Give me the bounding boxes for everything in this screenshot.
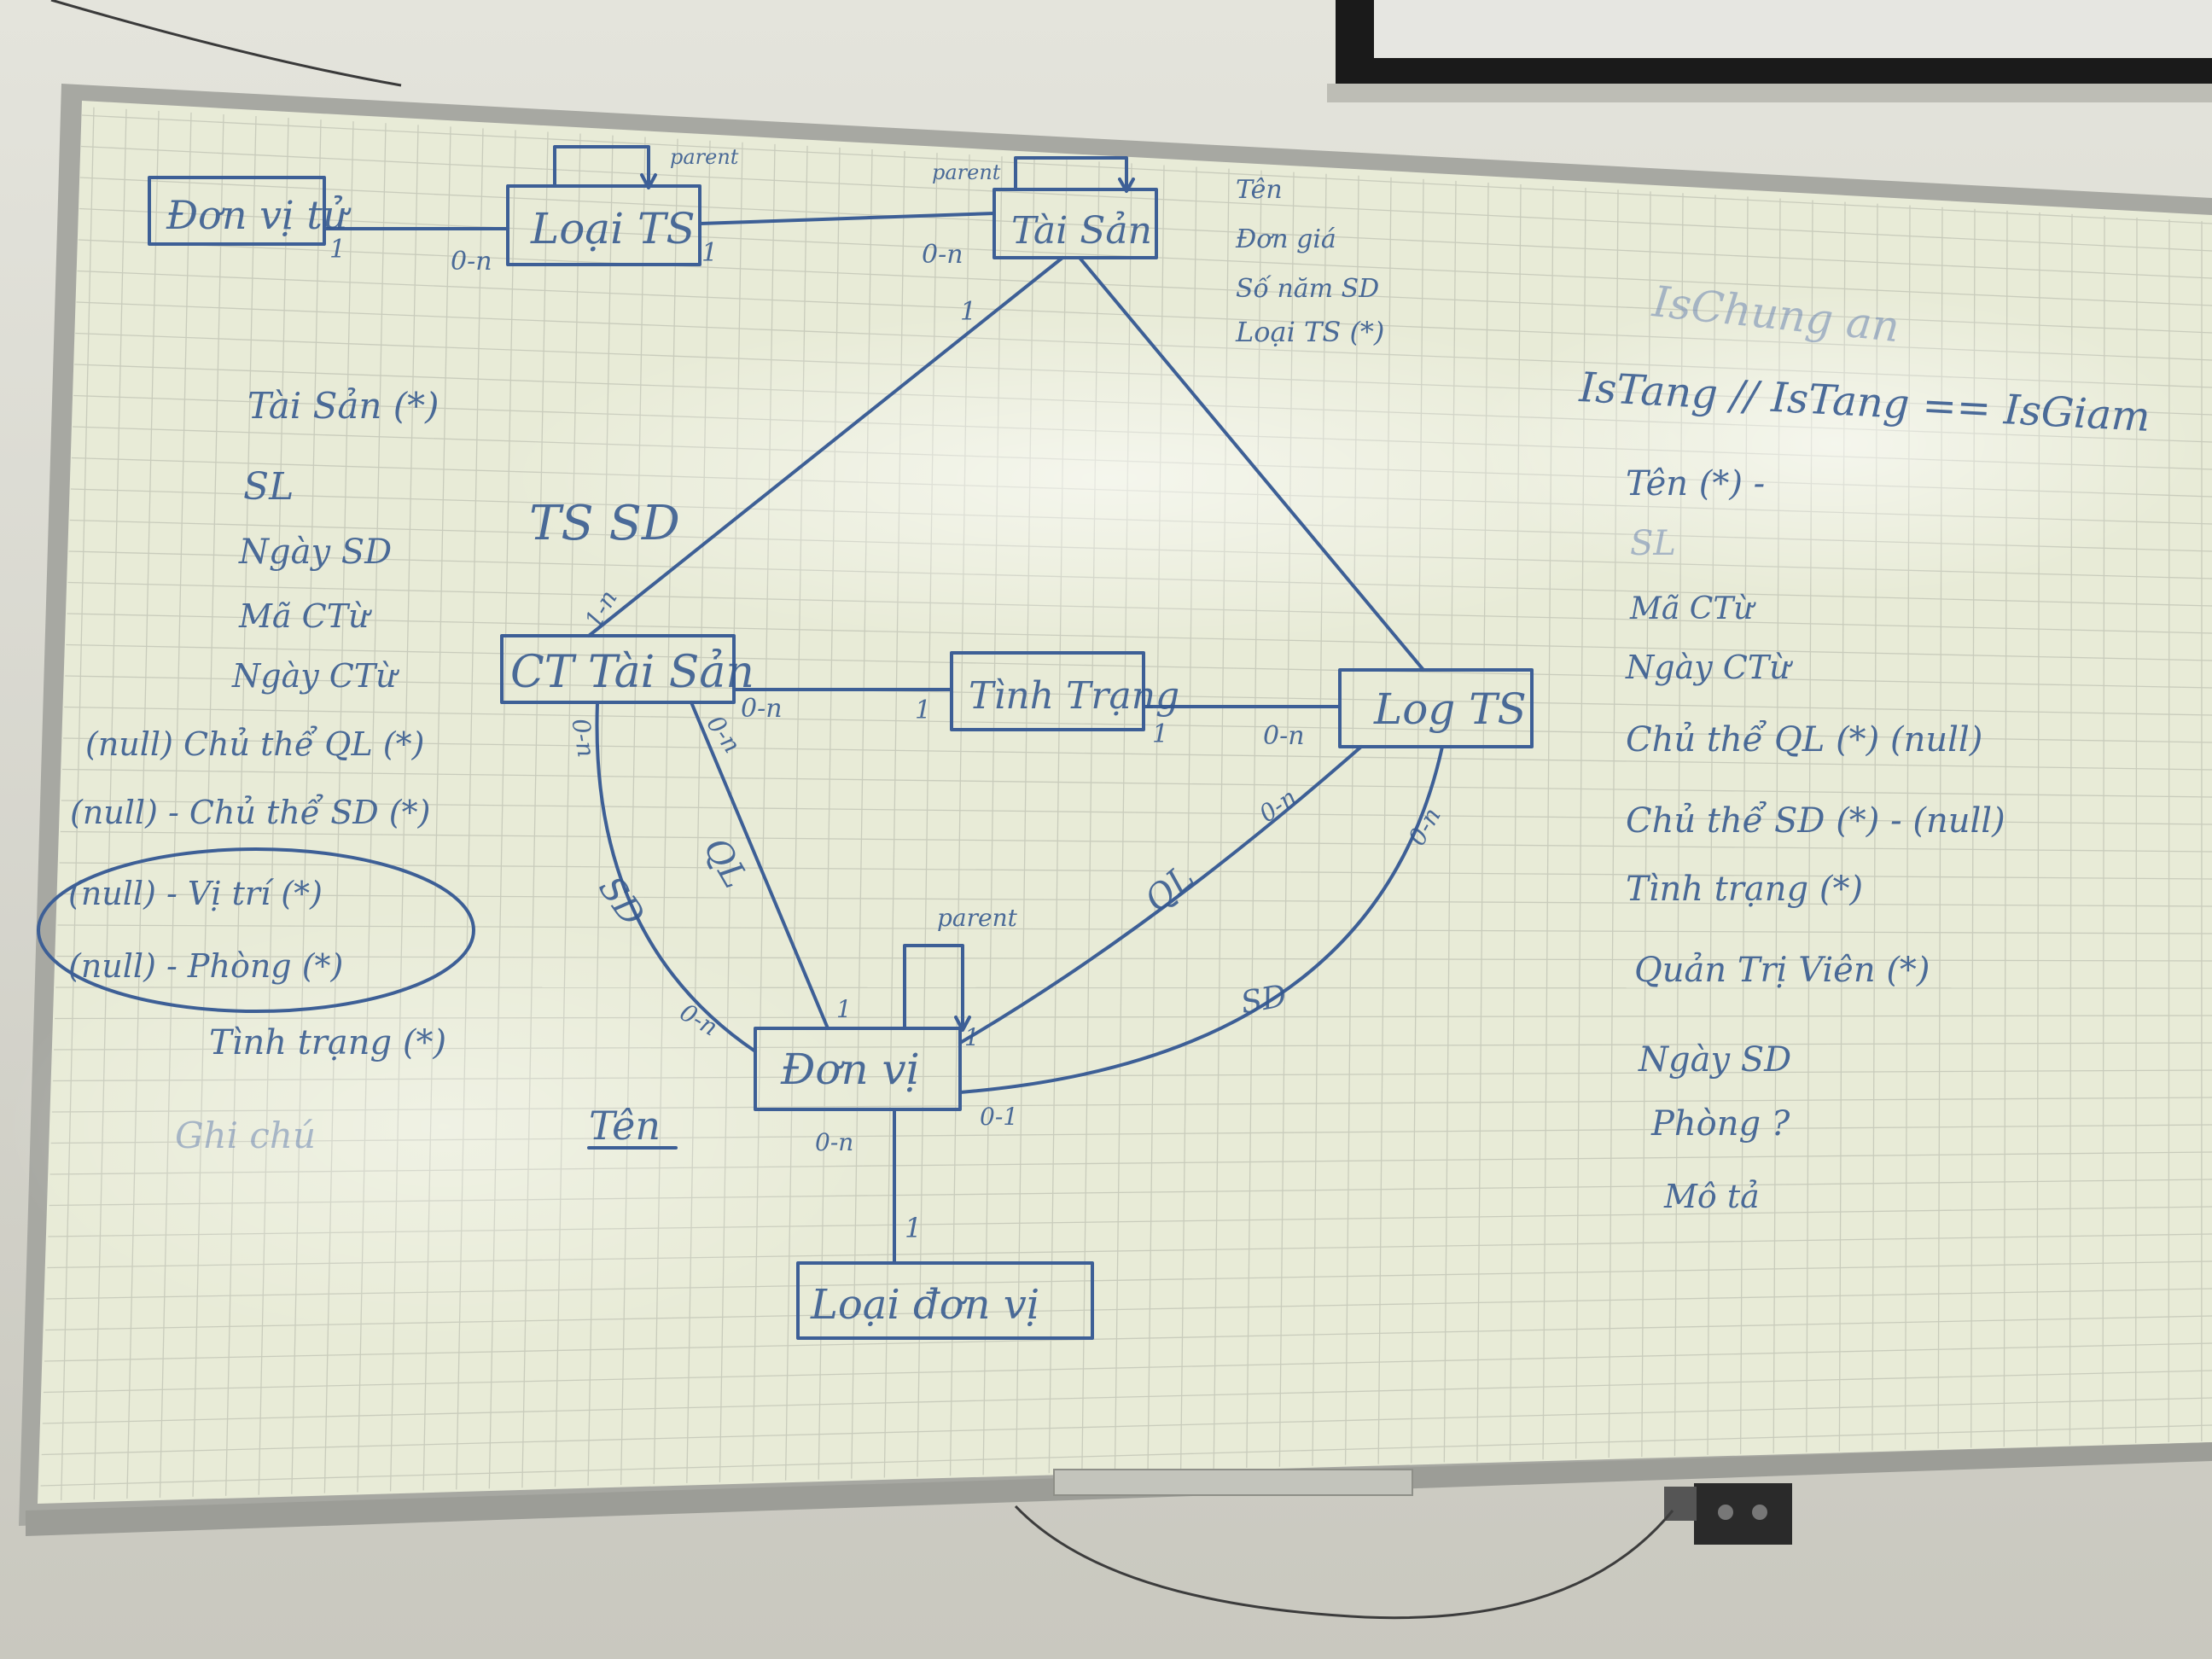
grid-line — [59, 862, 2212, 880]
left-note: Ngày SD — [238, 533, 392, 572]
grid-line — [40, 1424, 2212, 1487]
tai-san-attr: Đơn giá — [1235, 224, 1336, 254]
grid-line — [66, 643, 2212, 689]
right-note: Chủ thể SD (*) - (null) — [1626, 801, 2005, 841]
grid-line — [79, 177, 2212, 279]
card-ct-sd: 0-n — [566, 716, 600, 759]
right-note: Ngày CTừ — [1625, 649, 1793, 686]
vi-tri-phong-circle — [37, 847, 475, 1013]
line-ct-donvi-sd — [595, 701, 757, 1053]
whiteboard — [0, 84, 2212, 1536]
label-don-vi: Đơn vị — [780, 1045, 920, 1094]
label-ct-tai-san: CT Tài Sản — [510, 647, 754, 698]
entity-ct-tai-san — [500, 634, 736, 704]
entity-don-vi — [754, 1027, 962, 1111]
entity-loai-don-vi — [796, 1261, 1094, 1340]
right-note: Mô tả — [1663, 1178, 1760, 1215]
left-note: Ngày CTừ — [231, 657, 399, 695]
grid-line — [61, 107, 95, 1501]
grid-line — [62, 737, 2212, 771]
grid-line — [80, 145, 2212, 252]
rel-ten: Tên — [589, 1103, 661, 1149]
label-don-vi-tu: Đơn vị tử — [166, 192, 352, 238]
card-taisan-diag: 1 — [960, 297, 976, 327]
left-notes: Tài Sản (*) SL Ngày SD Mã CTừ Ngày CTừ (… — [37, 385, 475, 1156]
card-tt-right: 1 — [1152, 719, 1168, 749]
label-log-ts: Log TS — [1373, 684, 1527, 734]
card-ldv-top: 1 — [905, 1212, 922, 1244]
label-tai-san: Tài Sản — [1011, 209, 1152, 253]
grid-line — [61, 800, 2212, 825]
left-note: (null) - Phòng (*) — [68, 947, 343, 985]
grid-line — [58, 893, 2212, 907]
line-ct-donvi-ql — [690, 701, 830, 1030]
card-loaits-right: 1 — [701, 238, 718, 268]
grid-line — [81, 114, 2212, 224]
rel-ts-sd: TS SD — [529, 496, 680, 551]
card-dvt-right: 1 — [329, 235, 346, 265]
rel-sd-log: SD — [1238, 979, 1289, 1022]
entity-tai-san — [992, 188, 1158, 259]
card-ct-right: 0-n — [741, 694, 783, 724]
line-taisan-log — [1078, 256, 1425, 672]
left-note: (null) Chủ thể QL (*) — [85, 725, 424, 763]
hanging-wire — [50, 0, 402, 87]
power-cable — [1014, 1505, 1674, 1620]
card-tt-left: 1 — [915, 696, 931, 725]
line-log-donvi-sd — [958, 745, 1444, 1094]
right-note: SL — [1630, 524, 1676, 563]
line-taisan-ct — [587, 256, 1064, 637]
grid-line — [61, 768, 2212, 798]
tai-san-attr: Loại TS (*) — [1235, 316, 1384, 348]
right-note: Tình trạng (*) — [1626, 870, 1863, 909]
grid-line — [42, 1370, 2212, 1424]
card-dv-right: 0-1 — [980, 1103, 1018, 1131]
label-loai-don-vi: Loại đơn vị — [810, 1281, 1039, 1329]
right-note: Phòng ? — [1650, 1104, 1790, 1144]
card-dv-up: 1 — [836, 995, 852, 1023]
light-glare — [495, 307, 1724, 649]
loop-don-vi-parent — [903, 944, 964, 1030]
grid-line — [41, 1397, 2212, 1456]
loop-loai-ts-parent — [553, 145, 650, 188]
grid-line — [65, 675, 2212, 716]
power-outlet — [1664, 1483, 1792, 1545]
tai-san-attr: Số năm SD — [1236, 274, 1379, 304]
right-note: Chủ thể QL (*) (null) — [1626, 720, 1982, 760]
entity-don-vi-tu — [148, 176, 326, 246]
grid-line — [64, 706, 2212, 743]
left-note: (null) - Chủ thể SD (*) — [70, 794, 430, 831]
right-note: Ngày SD — [1638, 1040, 1791, 1080]
left-note: SL — [243, 465, 294, 509]
rel-parent-loai-ts: parent — [670, 145, 739, 169]
card-dv-bottom: 0-n — [815, 1128, 853, 1156]
tai-san-attr: Tên — [1236, 175, 1283, 205]
card-loaits-left: 0-n — [451, 247, 492, 276]
card-taisan-left: 0-n — [922, 240, 963, 270]
rel-parent-tai-san: parent — [932, 160, 1001, 184]
left-note: (null) - Vị trí (*) — [68, 875, 323, 912]
grid-line — [43, 1342, 2212, 1394]
left-note: Tình trạng (*) — [209, 1023, 446, 1062]
grid-line — [44, 1315, 2212, 1362]
label-tinh-trang: Tình Trạng — [969, 674, 1179, 718]
left-note: Tài Sản (*) — [247, 385, 439, 427]
grid-line — [93, 108, 127, 1500]
rel-parent-don-vi: parent — [937, 904, 1018, 932]
left-note: Ghi chú — [175, 1115, 316, 1156]
right-note: Quản Trị Viên (*) — [1634, 951, 1930, 990]
card-log-left: 0-n — [1263, 721, 1305, 751]
loop-tai-san-parent — [1014, 156, 1128, 191]
projector-screen — [1327, 0, 2212, 102]
grid-line — [60, 830, 2212, 853]
right-note: Mã CTừ — [1629, 591, 1756, 626]
left-note: Mã CTừ — [238, 597, 372, 635]
label-loai-ts: Loại TS — [530, 204, 696, 253]
card-dv-parent: 1 — [964, 1023, 980, 1051]
right-note: Tên (*) - — [1626, 464, 1765, 504]
line-log-donvi-ql — [958, 745, 1363, 1045]
tai-san-attributes: Tên Đơn giá Số năm SD Loại TS (*) — [1235, 175, 1384, 348]
line-loaits-taisan — [698, 212, 996, 225]
